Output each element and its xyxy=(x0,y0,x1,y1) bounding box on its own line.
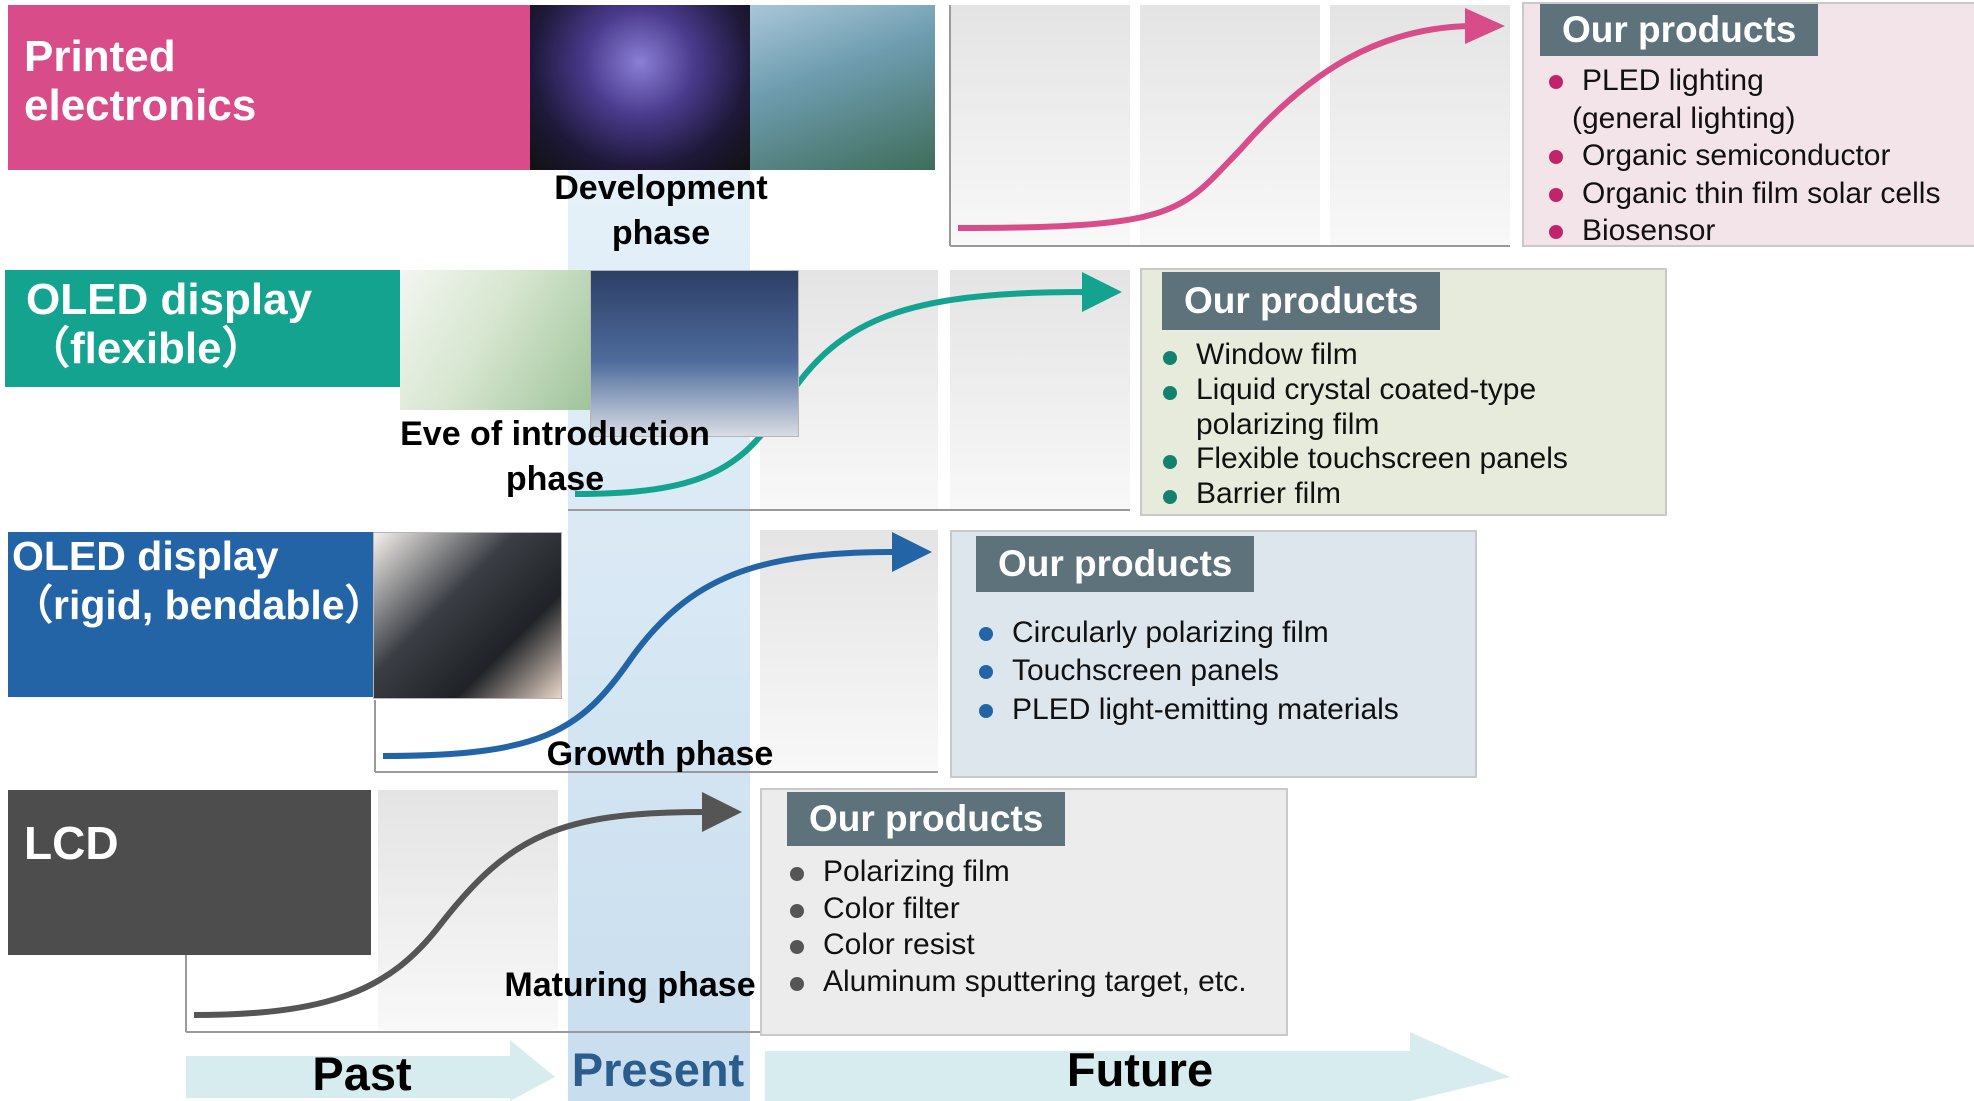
lcd-curve-arrowhead xyxy=(702,792,742,832)
products-list: Circularly polarizing film Touchscreen p… xyxy=(976,614,1399,729)
list-item: Barrier film xyxy=(1160,477,1640,512)
timeline-label-past: Past xyxy=(312,1047,412,1100)
category-label-oled-rigid: OLED display（rigid, bendable） xyxy=(12,533,386,629)
list-item: Organic semiconductor xyxy=(1546,137,1940,175)
category-bar-oled-rigid xyxy=(8,532,373,697)
list-item: Color filter xyxy=(787,891,1247,928)
phase-label-maturing: Maturing phase xyxy=(504,966,756,1004)
category-bar-lcd xyxy=(8,790,371,955)
list-item: Polarizing film xyxy=(787,854,1247,891)
list-item: PLED light-emitting materials xyxy=(976,691,1399,729)
photo-lighting-installation xyxy=(530,5,750,170)
photo-smartphone xyxy=(373,532,562,699)
products-header: Our products xyxy=(1540,4,1819,56)
photo-flexible-display xyxy=(400,270,590,410)
lcd-growth-curve xyxy=(193,809,706,1018)
list-item: (general lighting) xyxy=(1572,101,1796,135)
printed-curve-arrowhead xyxy=(1465,8,1505,44)
category-bar-oled-flexible xyxy=(5,270,400,387)
list-item: Flexible touchscreen panels xyxy=(1160,442,1640,477)
list-item: Window film xyxy=(1160,338,1640,373)
phase-label-growth: Growth phase xyxy=(546,735,774,773)
timeline-label-present: Present xyxy=(571,1043,745,1096)
oled-rigid-curve-arrowhead xyxy=(892,532,932,572)
products-header: Our products xyxy=(787,792,1066,846)
products-box-oled-flexible: Our products Window film Liquid crystal … xyxy=(1140,268,1667,516)
category-label-oled-flexible: OLED display（flexible） xyxy=(26,275,313,374)
products-box-oled-rigid: Our products Circularly polarizing film … xyxy=(950,530,1477,778)
products-header: Our products xyxy=(1162,272,1441,330)
printed-growth-curve xyxy=(957,23,1471,231)
list-item: Circularly polarizing film xyxy=(976,614,1399,652)
products-list: Polarizing film Color filter Color resis… xyxy=(787,854,1247,1000)
list-item: Organic thin film solar cells xyxy=(1546,175,1940,213)
products-list: Window film Liquid crystal coated-type p… xyxy=(1160,338,1640,512)
past-arrow xyxy=(186,1040,555,1101)
timeline-label-future: Future xyxy=(1066,1043,1214,1096)
category-bar-printed-electronics xyxy=(8,5,530,170)
future-arrow xyxy=(765,1032,1510,1101)
oled-flexible-curve-arrowhead xyxy=(1082,272,1122,312)
list-item: Biosensor xyxy=(1546,212,1940,250)
list-item: Color resist xyxy=(787,927,1247,964)
oled-rigid-growth-curve xyxy=(382,549,896,759)
photo-curved-device xyxy=(590,270,799,437)
products-list: PLED lighting (general lighting) Organic… xyxy=(1546,62,1940,250)
list-item: Aluminum sputtering target, etc. xyxy=(787,964,1247,1001)
list-item: Touchscreen panels xyxy=(976,652,1399,690)
products-box-printed-electronics: Our products PLED lighting (general ligh… xyxy=(1522,2,1974,247)
list-item: PLED lighting xyxy=(1546,62,1940,100)
list-item: Liquid crystal coated-type polarizing fi… xyxy=(1160,373,1640,443)
photo-transparent-panel xyxy=(750,5,935,170)
products-box-lcd: Our products Polarizing film Color filte… xyxy=(760,788,1288,1036)
category-label-lcd: LCD xyxy=(24,817,119,869)
products-header: Our products xyxy=(976,536,1255,592)
